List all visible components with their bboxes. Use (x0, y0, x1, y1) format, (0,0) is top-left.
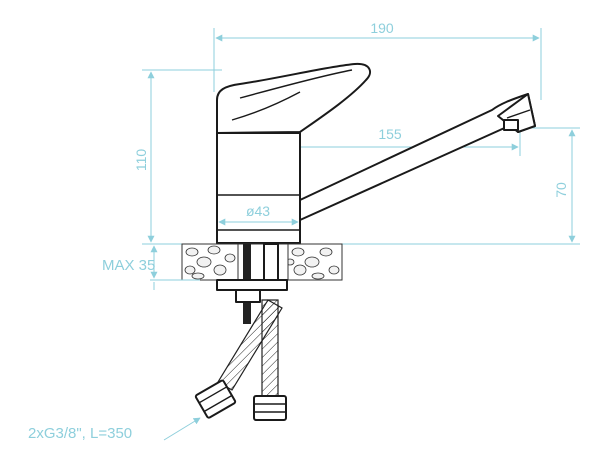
mounting-stud (216, 243, 288, 324)
faucet-lever-handle (216, 62, 371, 134)
faucet-body (216, 132, 301, 244)
hose-spec-label: 2xG3/8", L=350 (28, 425, 132, 442)
total-width-label: 190 (370, 20, 394, 36)
spout-reach-label: 155 (378, 126, 402, 142)
faucet-spout (299, 93, 536, 221)
dimension-total-width: 190 (213, 20, 542, 100)
total-height-label: 110 (133, 149, 149, 172)
dimension-max-thickness: MAX 35 (102, 245, 200, 290)
max-thickness-label: MAX 35 (102, 257, 155, 274)
dimension-spout-height: 70 (340, 127, 580, 245)
hose-callout: 2xG3/8", L=350 (28, 417, 201, 442)
spout-height-label: 70 (553, 182, 569, 198)
dimension-total-height: 110 (133, 69, 222, 245)
flexible-hoses (194, 299, 287, 421)
body-diameter-label: ø43 (246, 203, 270, 219)
countertop (181, 243, 343, 281)
dimension-body-diameter: ø43 (218, 203, 299, 226)
